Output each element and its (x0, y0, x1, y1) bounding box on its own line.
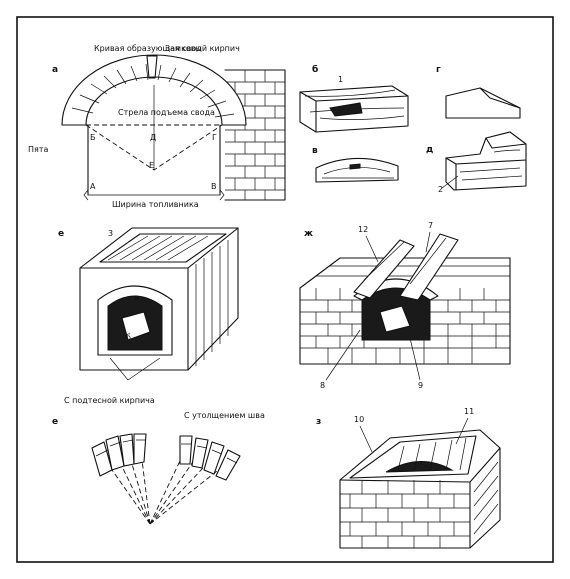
panel-d-letter: д (426, 145, 433, 155)
point-g: Г (212, 133, 217, 142)
panel-e-firebox-formwork: е 3 а б (58, 227, 239, 381)
point-v: В (211, 182, 217, 191)
panel-z-stove-top: з 10 11 (316, 407, 501, 549)
point-a: А (90, 182, 96, 191)
panel-z-number-11: 11 (464, 407, 474, 416)
firebox-walls (87, 124, 221, 196)
panel-e-letter: е (58, 229, 64, 239)
panel-b-letter: б (312, 64, 318, 75)
keystone-brick (146, 55, 158, 79)
panel-a-arch-geometry: a Кривая образующая свод Замковый кирпич… (28, 44, 286, 209)
panel-d-leader (441, 175, 459, 189)
panel-e-leaders (109, 357, 161, 381)
panel-zh-number-9: 9 (418, 381, 423, 390)
panel-a-letter: a (52, 65, 58, 75)
springer-label: Пята (28, 145, 48, 154)
brick-wall-right (224, 69, 286, 201)
panel-b-number: 1 (338, 75, 343, 84)
point-e: Е (149, 161, 154, 170)
point-b: Б (90, 133, 96, 142)
fan-right-bricks (179, 435, 241, 481)
panel-e-point-b: б (126, 333, 131, 342)
panel-zh-arch-in-wall: ж 12 7 8 9 (299, 221, 511, 390)
arch-ring (61, 54, 247, 126)
fan-left-label: С подтесной кирпича (64, 396, 155, 405)
point-d: Д (150, 133, 156, 142)
panel-v-letter: в (312, 146, 318, 156)
panel-g-letter: г (436, 65, 441, 75)
panel-z-leaders (359, 417, 469, 453)
fan-left-bricks (91, 433, 147, 477)
rise-label: Стрела подъема свода (118, 108, 215, 117)
width-label: Ширина топливника (112, 200, 199, 209)
width-dimension (83, 189, 225, 201)
keystone-label: Замковый кирпич (165, 44, 240, 53)
fan-right-label: С утолщением шва (184, 411, 265, 420)
panel-zh-number-7: 7 (428, 221, 433, 230)
panel-zh-number-12: 12 (358, 225, 368, 234)
panel-d-notched-template (445, 131, 527, 191)
panel-z-letter: з (316, 417, 321, 427)
panel-brick-fans: е С подтесной кирпича С утолщением шва (52, 396, 265, 525)
panel-fans-letter: е (52, 417, 58, 427)
panel-z-number-10: 10 (354, 415, 364, 424)
panel-zh-leaders (325, 231, 431, 381)
figure-frame (16, 16, 554, 563)
panel-e-point-a: а (134, 293, 139, 302)
panel-zh-number-8: 8 (320, 381, 325, 390)
panel-b-template-block (299, 85, 409, 133)
panel-templates: б 1 г в д 2 (299, 64, 527, 194)
panel-g-wedge (445, 87, 521, 119)
curve-label: Кривая образующая свод (94, 44, 202, 53)
panel-e-number: 3 (108, 229, 113, 238)
panel-v-curved-plank (315, 157, 399, 183)
panel-zh-letter: ж (304, 229, 313, 239)
panel-d-number: 2 (438, 185, 443, 194)
